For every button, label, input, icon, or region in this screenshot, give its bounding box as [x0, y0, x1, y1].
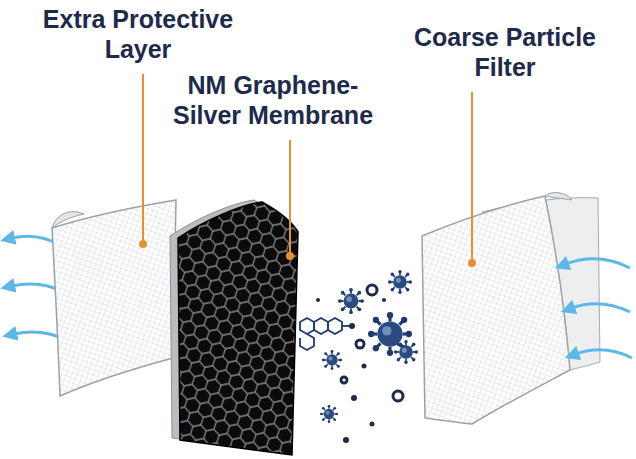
virus-particle: [388, 270, 412, 294]
virus-particle: [322, 350, 342, 370]
leader-dot: [468, 259, 476, 267]
virus-particle: [338, 288, 364, 314]
airflow-arrows-in: [566, 259, 632, 358]
leader-dot: [286, 252, 294, 260]
graphene-membrane: [178, 202, 298, 455]
coarse-filter: [422, 196, 570, 424]
layer-label: Coarse Particle Filter: [385, 22, 625, 82]
leader-line: [471, 92, 473, 262]
layer-curl: [52, 212, 84, 228]
layer-label: NM Graphene-Silver Membrane: [163, 70, 383, 130]
molecule-chain: [300, 318, 352, 350]
virus-particle: [394, 340, 418, 364]
leader-line: [289, 140, 291, 255]
airflow-arrow: [566, 259, 630, 268]
virus-particle: [320, 405, 338, 423]
layer-label: Extra Protective Layer: [13, 4, 263, 64]
airflow-arrow: [572, 304, 630, 312]
leader-dots: [139, 240, 476, 267]
protective-layer: [52, 200, 176, 396]
filter-curl: [545, 193, 572, 200]
airflow-arrow: [576, 350, 632, 358]
particles: [316, 270, 418, 443]
leader-line: [142, 74, 144, 243]
leader-dot: [139, 240, 147, 248]
